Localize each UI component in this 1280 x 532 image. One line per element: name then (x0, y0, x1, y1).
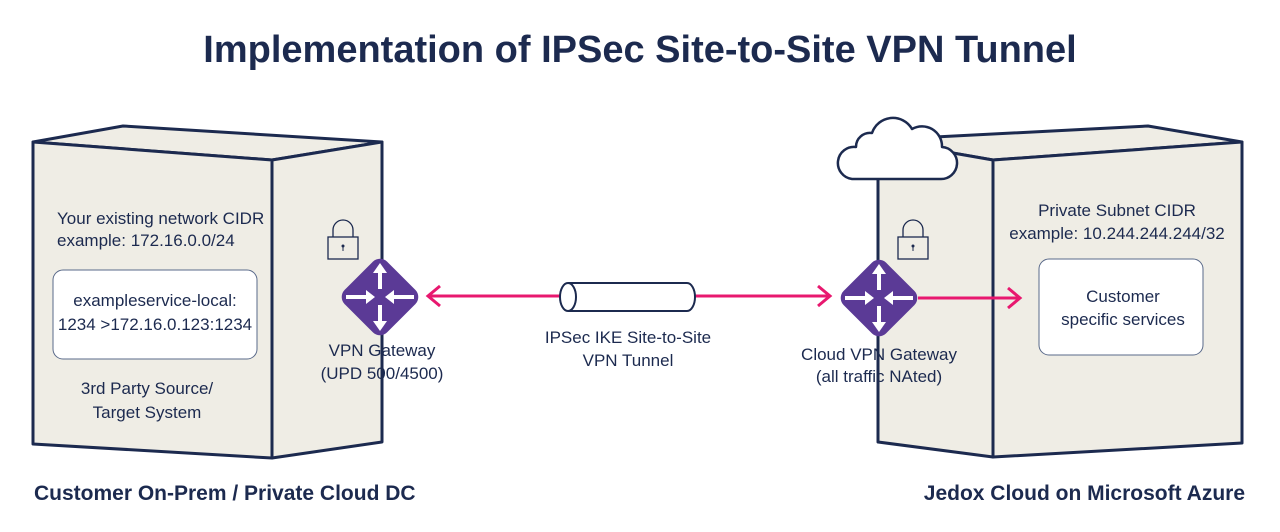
left-service-mapping: 1234 >172.16.0.123:1234 (58, 315, 252, 334)
traffic-arrows (425, 284, 1023, 310)
right-service-label: Customer (1086, 287, 1160, 306)
right-service-label-2: specific services (1061, 310, 1185, 329)
cloud-vpn-gateway-label: Cloud VPN Gateway (801, 345, 957, 364)
left-cidr-example: example: 172.16.0.0/24 (57, 231, 235, 250)
diagram-title: Implementation of IPSec Site-to-Site VPN… (203, 29, 1076, 71)
left-cidr-label: Your existing network CIDR (57, 209, 264, 228)
left-service-name: exampleservice-local: (73, 291, 236, 310)
vpn-gateway-label: VPN Gateway (329, 341, 436, 360)
tunnel-label-2: VPN Tunnel (583, 351, 674, 370)
left-system-label: 3rd Party Source/ (81, 379, 214, 398)
vpn-tunnel-cylinder (559, 282, 696, 312)
left-system-label-2: Target System (93, 403, 202, 422)
right-cidr-example: example: 10.244.244.244/32 (1009, 224, 1225, 243)
cloud-vpn-gateway-note: (all traffic NAted) (816, 367, 942, 386)
on-prem-server-box (31, 124, 384, 460)
right-service-box (1038, 258, 1204, 356)
tunnel-label: IPSec IKE Site-to-Site (545, 328, 711, 347)
azure-footer-label: Jedox Cloud on Microsoft Azure (924, 482, 1245, 505)
cloud-icon (836, 116, 959, 181)
right-cidr-label: Private Subnet CIDR (1038, 201, 1196, 220)
on-prem-footer-label: Customer On-Prem / Private Cloud DC (34, 482, 416, 505)
left-service-box (52, 269, 258, 360)
vpn-gateway-ports: (UPD 500/4500) (321, 364, 444, 383)
